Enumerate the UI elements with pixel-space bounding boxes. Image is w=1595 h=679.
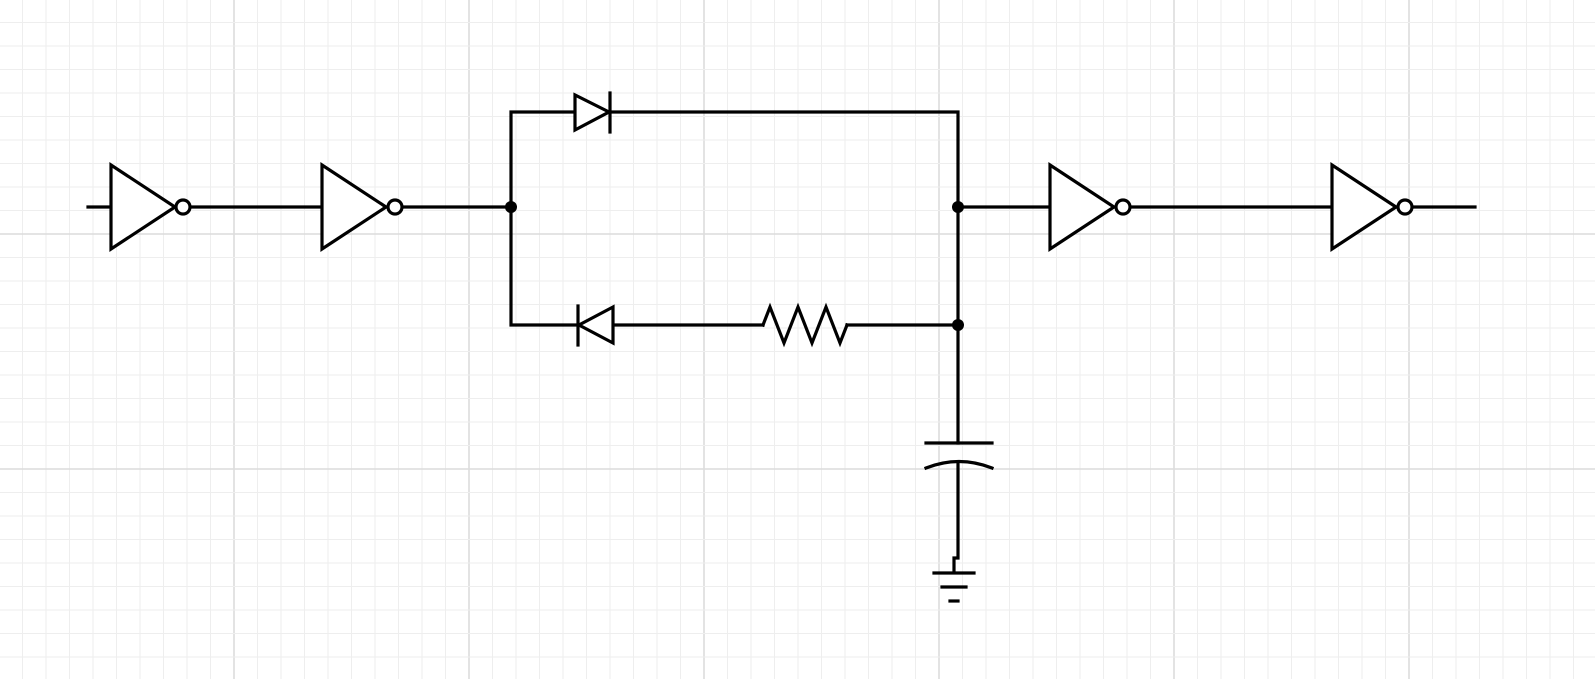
wire-node-a-bottom (509, 205, 579, 327)
not-gate-icon (109, 162, 192, 252)
wire-top-diode-to-node-b (609, 110, 960, 209)
junction-dot (952, 319, 964, 331)
resistor-icon (760, 302, 850, 348)
wire-capacitor-to-ground (952, 460, 960, 574)
not-gate-icon (1330, 162, 1414, 252)
junctions (505, 201, 964, 331)
junction-dot (505, 201, 517, 213)
capacitor-icon (923, 441, 995, 471)
diode-icon (573, 91, 613, 134)
junction-dot (952, 201, 964, 213)
ground-icon (932, 571, 976, 603)
not-gate-icon (1048, 162, 1132, 252)
diode-icon (575, 304, 615, 347)
wire-node-a-top (509, 110, 577, 209)
not-gate-icon (320, 162, 404, 252)
wires (86, 110, 1477, 574)
